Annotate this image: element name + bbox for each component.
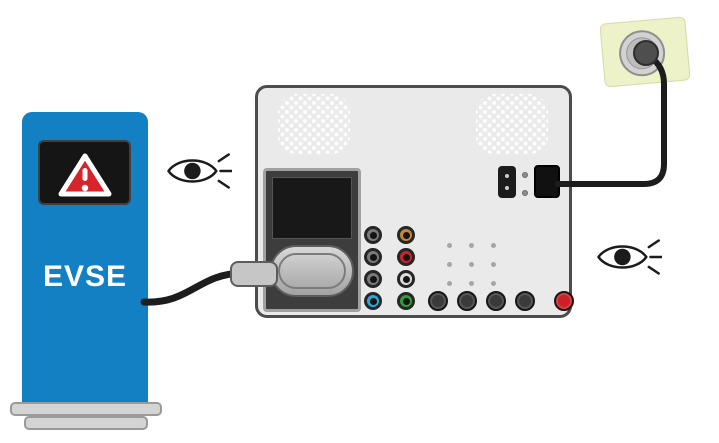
push-button-2 bbox=[457, 291, 477, 311]
terminal-grid bbox=[364, 226, 415, 310]
screw-icon bbox=[522, 172, 528, 178]
terminal-red bbox=[397, 248, 415, 266]
ev-connector-panel bbox=[263, 168, 361, 312]
test-instrument bbox=[255, 85, 574, 318]
warning-triangle-icon bbox=[58, 153, 111, 196]
push-button-4 bbox=[515, 291, 535, 311]
terminal-brown bbox=[397, 226, 415, 244]
eye-icon bbox=[167, 153, 232, 189]
evse-base-upper bbox=[10, 402, 162, 416]
ev-plug-handle bbox=[230, 261, 278, 287]
push-button-red bbox=[554, 291, 574, 311]
evse-base-lower bbox=[24, 416, 148, 430]
indicator-dots bbox=[438, 236, 504, 293]
push-button-1 bbox=[428, 291, 448, 311]
evse-warning-screen bbox=[38, 140, 131, 205]
terminal-dark-3 bbox=[364, 270, 382, 288]
ev-plug-connector bbox=[270, 245, 354, 297]
evse-label: EVSE bbox=[42, 260, 128, 293]
terminal-dark-1 bbox=[364, 226, 382, 244]
mains-inlet-socket bbox=[534, 165, 560, 198]
power-switch bbox=[498, 166, 516, 198]
evse-station: EVSE bbox=[22, 112, 148, 405]
wall-outlet bbox=[599, 16, 691, 88]
terminal-green bbox=[397, 292, 415, 310]
screw-icon bbox=[522, 190, 528, 196]
push-button-3 bbox=[486, 291, 506, 311]
terminal-white bbox=[397, 270, 415, 288]
eye-icon bbox=[597, 239, 662, 275]
terminal-blue bbox=[364, 292, 382, 310]
connector-recess bbox=[272, 177, 352, 239]
terminal-dark-2 bbox=[364, 248, 382, 266]
speaker-grille-left bbox=[278, 94, 350, 154]
evse-charging-cable bbox=[140, 269, 246, 306]
speaker-grille-right bbox=[476, 94, 548, 154]
button-row bbox=[428, 291, 574, 311]
